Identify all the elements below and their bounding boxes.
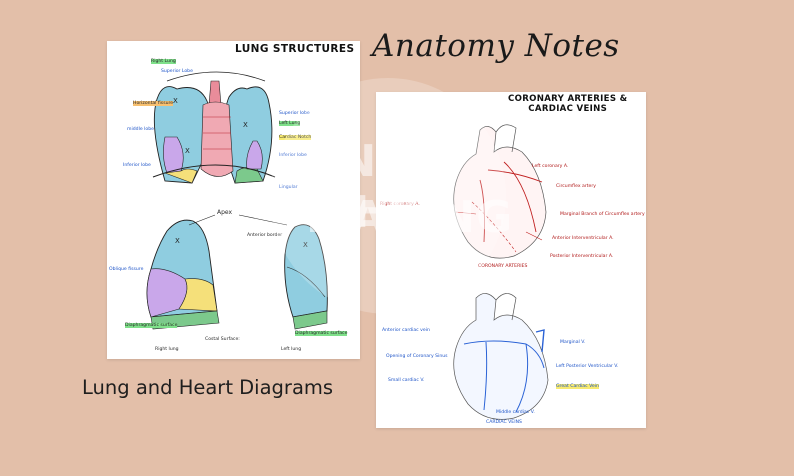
anterior-border-label: Anterior border <box>247 233 283 238</box>
svg-text:X: X <box>173 97 178 105</box>
horizontal-fissure-label: Horizontal fissure <box>133 101 174 106</box>
right-lung-bottom-label: Right lung <box>155 347 179 352</box>
superior-lobe-l-label: Superior lobe <box>279 111 310 116</box>
right-coronary-a-label: Right coronary A. <box>380 202 420 207</box>
middle-cardiac-v-label: Middle cardiac V. <box>496 410 535 415</box>
oblique-fissure-label: Oblique fissure <box>109 267 144 272</box>
opening-coronary-sinus-label: Opening of Coronary Sinus <box>386 354 448 359</box>
heart-title-line1: CORONARY ARTERIES & <box>508 94 628 104</box>
superior-lobe-r-label: Superior Lobe <box>161 69 193 74</box>
svg-text:X: X <box>185 147 190 155</box>
svg-text:X: X <box>303 241 308 249</box>
left-coronary-a-label: Left coronary A. <box>532 164 569 169</box>
posterior-interventricular-a-label: Posterior Interventricular A. <box>550 254 614 259</box>
middle-lobe-label: middle lobe <box>127 127 154 132</box>
anterior-interventricular-a-label: Anterior Interventricular A. <box>552 236 614 241</box>
cardiac-veins-caption: CARDIAC VEINS <box>486 420 522 425</box>
cardiac-notch-label: Cardiac Notch <box>279 135 312 140</box>
inferior-lobe-r-label: Inferior lobe <box>123 163 151 168</box>
right-lung-label: Right Lung <box>151 59 176 64</box>
lung-page-title: LUNG STRUCTURES <box>235 43 355 55</box>
heart-page-title: CORONARY ARTERIES & CARDIAC VEINS <box>508 94 627 114</box>
inferior-lobe-l-label: Inferior lobe <box>279 153 307 158</box>
diaphragmatic-surface-r-label: Diaphragmatic surface <box>125 323 178 328</box>
heart-diagram <box>453 124 549 420</box>
svg-text:X: X <box>175 237 180 245</box>
diaphragmatic-surface-l-label: Diaphragmatic surface <box>295 331 348 336</box>
left-lung-bottom-label: Left lung <box>281 347 302 352</box>
anterior-cardiac-vein-label: Anterior cardiac vein <box>382 328 430 333</box>
caption: Lung and Heart Diagrams <box>82 376 334 399</box>
notes-title: Anatomy Notes <box>372 28 620 64</box>
lingular-label: Lingular <box>279 185 298 190</box>
small-cardiac-v-label: Small cardiac V. <box>388 378 425 383</box>
coronary-arteries-caption: CORONARY ARTERIES <box>478 264 528 269</box>
heart-title-line2: CARDIAC VEINS <box>528 104 608 114</box>
svg-text:X: X <box>243 121 248 129</box>
costal-surface-label: Costal Surface: <box>205 337 240 342</box>
left-lung-label: Left Lung <box>279 121 301 126</box>
lung-diagram: X X X X X <box>146 71 328 330</box>
marginal-a-label: Marginal Branch of Circumflex artery <box>560 212 645 217</box>
marginal-v-label: Marginal V. <box>560 340 586 345</box>
left-posterior-ventricular-v-label: Left Posterior Ventricular V. <box>556 364 619 369</box>
apex-label: Apex <box>217 209 233 216</box>
great-cardiac-vein-label: Great Cardiac Vein <box>556 384 599 389</box>
coronary-arteries-page: CORONARY ARTERIES & CARDIAC VEINS Left c… <box>376 92 646 428</box>
lung-structures-page: LUNG STRUCTURES X X X X X Right Lung Sup <box>107 41 360 359</box>
circumflex-artery-label: Circumflex artery <box>556 184 596 189</box>
